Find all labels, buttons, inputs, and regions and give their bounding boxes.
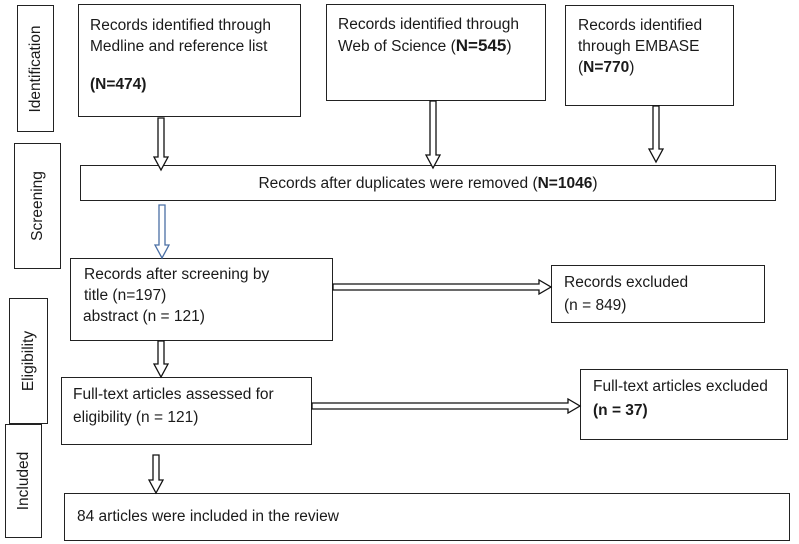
stage-included: Included [5,424,42,538]
embase-suffix: ) [629,59,635,76]
arrow-screened-down [152,340,170,379]
medline-line2: Medline and reference list [90,38,268,55]
duplicates-count: N=1046 [537,175,593,192]
arrow-screened-right [332,278,553,296]
fulltext-excluded-prefix: ( [593,402,599,419]
included-box: 84 articles were included in the review [64,493,790,541]
arrow-embase-down [647,105,665,164]
screened-line2: title (n=197) [84,287,167,304]
excluded-line2: (n = 849) [564,297,627,314]
duplicates-suffix: ) [592,175,598,192]
included-text: 84 articles were included in the review [77,508,339,525]
embase-count: N=770 [583,59,630,76]
embase-prefix: ( [578,59,584,76]
stage-screening: Screening [14,143,61,269]
wos-line1: Records identified through [338,16,519,33]
excluded-line1: Records excluded [564,274,689,291]
stage-identification: Identification [17,5,54,132]
fulltext-excluded-line1: Full-text articles excluded [593,378,768,395]
embase-box: Records identified through EMBASE (N=770… [565,5,734,106]
fulltext-box: Full-text articles assessed for eligibil… [61,377,312,445]
arrow-wos-down [424,100,442,170]
screened-box: Records after screening by title (n=197)… [70,258,333,341]
excluded-box: Records excluded (n = 849) [551,265,765,323]
arrow-fulltext-down [147,454,165,495]
arrow-fulltext-right [311,397,582,415]
medline-count: (N=474) [90,76,147,93]
arrow-medline-down [152,117,170,172]
embase-line1: Records identified [578,17,703,34]
wos-count: N=545 [455,36,507,55]
fulltext-line1: Full-text articles assessed for [73,386,274,403]
arrow-duplicates-down [153,204,171,260]
wos-line2-prefix: Web of Science ( [338,38,456,55]
wos-line2-suffix: ) [506,38,512,55]
fulltext-line2: eligibility (n = 121) [73,409,199,426]
embase-line2: through EMBASE [578,38,700,55]
screened-line1: Records after screening by [84,266,270,283]
medline-line1: Records identified through [90,17,271,34]
duplicates-prefix: Records after duplicates were removed ( [258,175,538,192]
medline-box: Records identified through Medline and r… [78,4,301,117]
stage-eligibility: Eligibility [9,298,48,424]
fulltext-excluded-box: Full-text articles excluded (n = 37) [580,369,788,440]
screened-line3: abstract (n = 121) [83,308,205,325]
duplicates-box: Records after duplicates were removed (N… [80,165,776,201]
fulltext-excluded-count: n = 37) [598,402,648,419]
